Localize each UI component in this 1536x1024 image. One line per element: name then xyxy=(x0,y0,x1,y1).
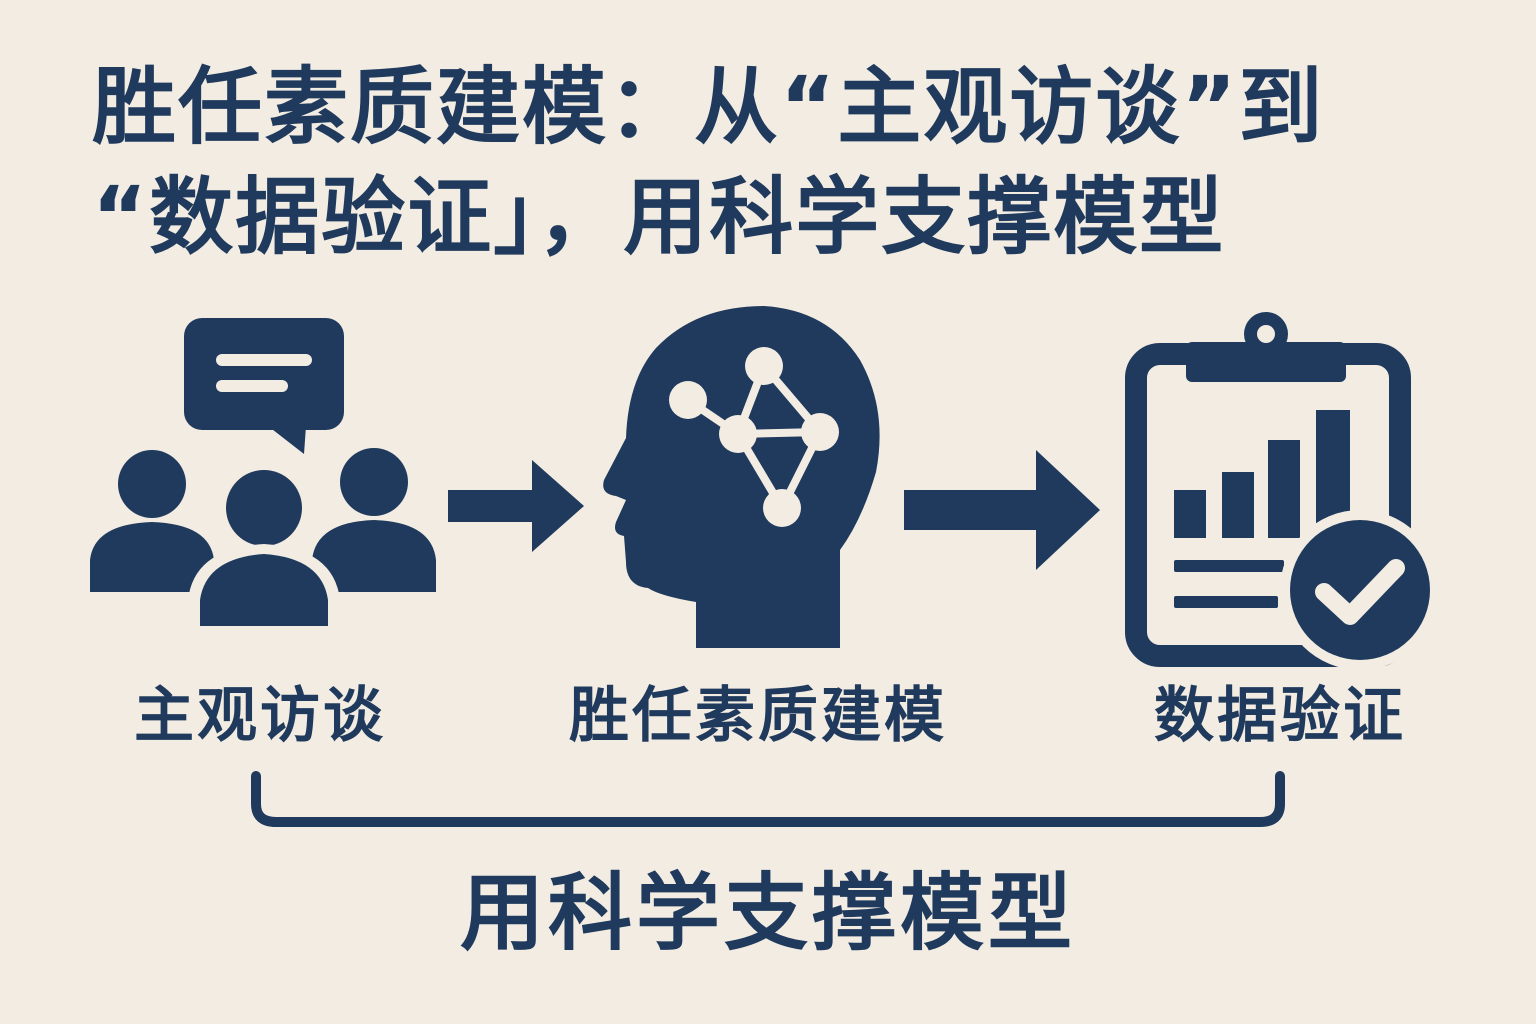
arrow-right-icon xyxy=(448,460,586,552)
bracket-connector xyxy=(238,770,1298,834)
footer-caption: 用科学支撑模型 xyxy=(459,864,1076,962)
title-line-1: 胜任素质建模：从“主观访谈”到 xyxy=(92,58,1325,156)
check-circle-icon xyxy=(1280,510,1440,670)
head-network-icon xyxy=(596,300,896,650)
title-line-2: “数据验证」，用科学支撑模型 xyxy=(92,168,1226,266)
step-label-modeling: 胜任素质建模 xyxy=(569,681,947,751)
step-label-interview: 主观访谈 xyxy=(134,681,386,751)
clipboard-chart-check-icon xyxy=(1120,310,1440,670)
arrow-right-icon xyxy=(904,450,1102,570)
step-label-validation: 数据验证 xyxy=(1154,681,1406,751)
page-title: 胜任素质建模：从“主观访谈”到 “数据验证」，用科学支撑模型 xyxy=(92,52,1472,272)
people-chat-icon xyxy=(84,310,444,640)
chat-bubble-icon xyxy=(184,318,344,454)
